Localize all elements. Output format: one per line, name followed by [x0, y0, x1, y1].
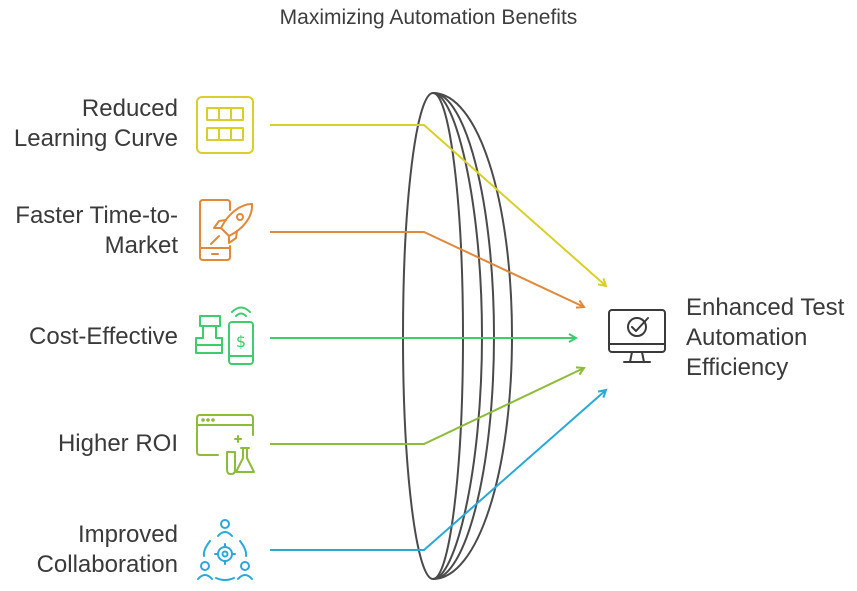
browser-flask-icon — [196, 414, 255, 475]
monitor-check-icon — [608, 309, 666, 363]
output-label: Enhanced Test Automation Efficiency — [686, 293, 844, 383]
label-line: Faster Time-to- — [15, 202, 178, 229]
grid-panel-icon — [196, 96, 254, 154]
label-line: Improved — [77, 521, 178, 548]
payment-terminal-icon: $ — [195, 306, 254, 365]
label-faster-time-to-market: Faster Time-to- Market — [15, 201, 178, 261]
label-improved-collaboration: Improved Collaboration — [37, 520, 178, 580]
label-higher-roi: Higher ROI — [58, 429, 178, 459]
arrow-improved-collaboration — [270, 390, 606, 551]
arrow-reduced-learning-curve — [270, 124, 606, 286]
output-label-line: Enhanced Test — [686, 294, 845, 321]
label-line: Learning Curve — [13, 125, 178, 152]
arrow-higher-roi — [270, 368, 584, 445]
label-reduced-learning-curve: Reduced Learning Curve — [14, 94, 178, 154]
diagram-title: Maximizing Automation Benefits — [279, 6, 578, 29]
team-gear-icon — [197, 519, 253, 581]
label-line: Collaboration — [36, 551, 178, 578]
lens — [402, 92, 514, 580]
rocket-phone-icon — [199, 199, 254, 261]
output-label-line: Automation — [686, 324, 808, 351]
output-label-line: Efficiency — [686, 354, 789, 381]
label-line: Higher ROI — [57, 430, 178, 457]
label-line: Reduced — [81, 95, 178, 122]
label-cost-effective: Cost-Effective — [29, 322, 178, 352]
arrow-faster-time-to-market — [270, 231, 584, 307]
label-line: Cost-Effective — [29, 323, 178, 350]
label-line: Market — [104, 232, 178, 259]
svg-text:$: $ — [236, 332, 246, 351]
